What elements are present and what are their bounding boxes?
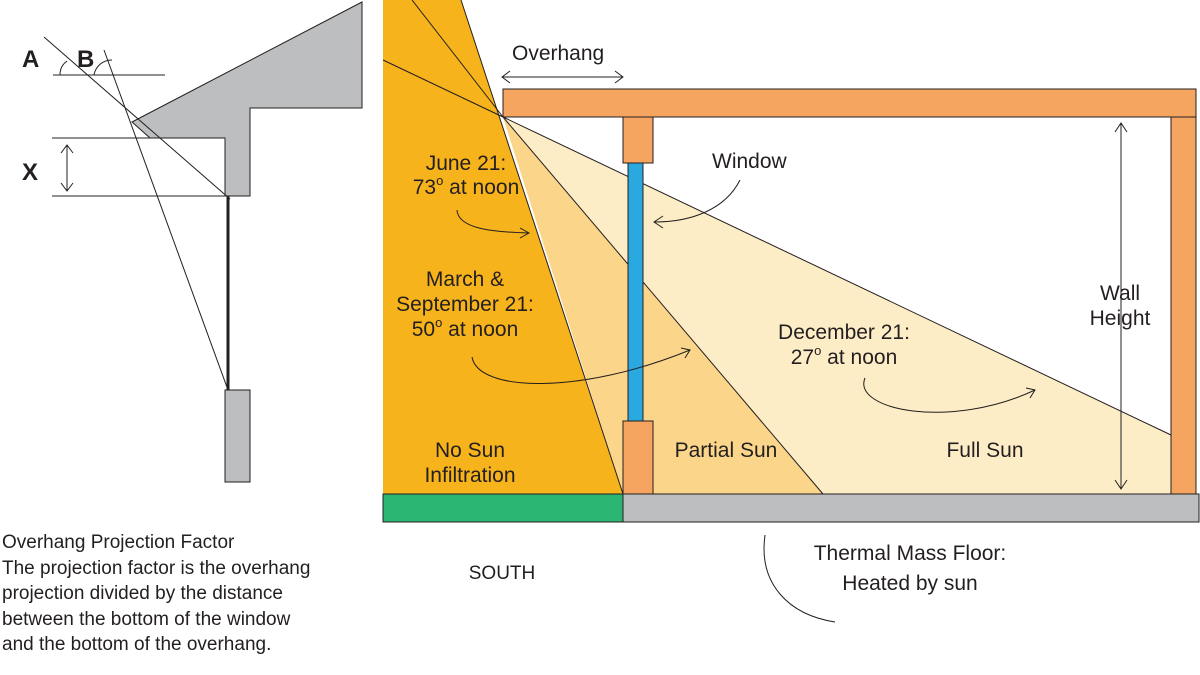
overhang-label: Overhang: [512, 42, 604, 65]
june-label-2: 73o at noon: [413, 173, 520, 199]
roof-overhang: [502, 88, 1197, 118]
wall-height-label-1: Wall: [1100, 282, 1140, 305]
window-header: [622, 116, 654, 164]
partial-sun-label: Partial Sun: [675, 439, 778, 462]
june-label-1: June 21:: [426, 152, 507, 175]
window-sill-wall: [622, 420, 654, 495]
distance-x-label: X: [22, 159, 38, 186]
caption-line: The projection factor is the overhang: [2, 557, 311, 579]
equinox-label-1: March &: [426, 268, 504, 291]
wall-height-label-2: Height: [1090, 307, 1151, 330]
projection-factor-caption: Overhang Projection Factor The projectio…: [2, 530, 372, 658]
equinox-label-3: 50o at noon: [412, 315, 519, 341]
south-window: [627, 162, 644, 422]
north-wall: [1170, 116, 1197, 495]
caption-title: Overhang Projection Factor: [2, 532, 235, 553]
december-label-2: 27o at noon: [791, 343, 898, 369]
angle-b-label: B: [77, 46, 94, 73]
exterior-ground: [382, 493, 624, 523]
no-sun-zone: [383, 0, 623, 494]
detail-lower-wall: [224, 389, 251, 483]
angle-a-label: A: [22, 46, 39, 73]
equinox-label-2: September 21:: [396, 293, 534, 316]
caption-line: projection divided by the distance: [2, 583, 283, 604]
floor-label-2: Heated by sun: [842, 572, 977, 595]
caption-line: and the bottom of the overhang.: [2, 634, 272, 655]
thermal-mass-floor: [622, 493, 1200, 523]
detail-roof: [131, 1, 363, 197]
house-section: Overhang Wall Height Window June 21: 73o…: [382, 0, 1200, 623]
overhang-detail: A B X: [22, 1, 363, 483]
floor-label-1: Thermal Mass Floor:: [814, 542, 1007, 565]
window-label: Window: [712, 150, 788, 173]
december-label-1: December 21:: [778, 321, 910, 344]
south-label: SOUTH: [469, 563, 536, 584]
full-sun-label: Full Sun: [946, 439, 1023, 462]
caption-line: between the bottom of the window: [2, 608, 291, 630]
no-sun-label-2: Infiltration: [424, 464, 515, 487]
no-sun-label-1: No Sun: [435, 439, 505, 462]
